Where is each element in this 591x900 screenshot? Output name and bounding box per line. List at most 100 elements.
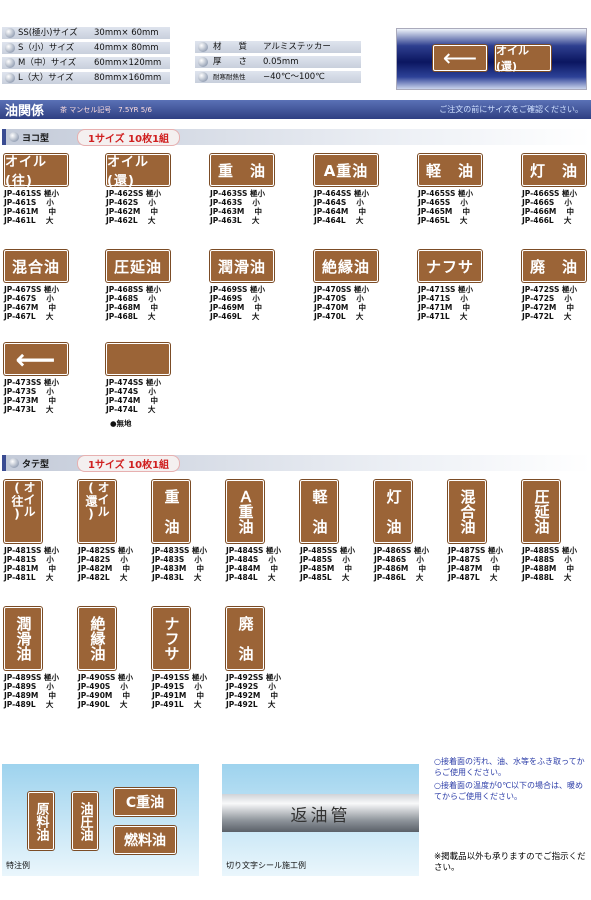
- bullet-icon: [5, 58, 15, 68]
- bullet-icon: [198, 72, 208, 82]
- h-plate-codes: JP-472SS 極小 JP-472S 小 JP-472M 中 JP-472L …: [522, 285, 578, 321]
- h-plate: 圧延油: [106, 250, 170, 282]
- v-plate: 灯 油: [374, 480, 412, 543]
- h-plate-codes: JP-467SS 極小 JP-467S 小 JP-467M 中 JP-467L …: [4, 285, 60, 321]
- v-plate-codes: JP-486SS 極小 JP-486S 小 JP-486M 中 JP-486L …: [374, 546, 430, 582]
- spec-value: −40℃〜100℃: [263, 72, 325, 82]
- h-plate: ナフサ: [418, 250, 482, 282]
- example-v1: 原料油: [28, 792, 54, 850]
- h-plate-codes: JP-470SS 極小 JP-470S 小 JP-470M 中 JP-470L …: [314, 285, 370, 321]
- h-plate: 軽 油: [418, 154, 482, 186]
- h-plate: [106, 343, 170, 375]
- bullet-icon: [9, 458, 19, 468]
- header-sub: 茶 マンセル記号 7.5YR 5/6: [60, 105, 152, 114]
- size-label: L（大）サイズ: [18, 73, 74, 83]
- bullet-icon: [198, 57, 208, 67]
- bullet-icon: [9, 132, 19, 142]
- tate-section: タテ型 1サイズ 10枚1組: [2, 454, 591, 472]
- h-plate-codes: JP-462SS 極小 JP-462S 小 JP-462M 中 JP-462L …: [106, 189, 162, 225]
- bullet-icon: [5, 43, 15, 53]
- pipe-example: 返油管 切り文字シール施工例: [222, 764, 419, 876]
- size-row: SS(極小)サイズ 30mm× 60mm: [2, 27, 170, 40]
- v-plate: 絶縁油: [78, 607, 116, 670]
- spec-key: 耐寒耐熱性: [213, 73, 246, 81]
- h-plate: A重油: [314, 154, 378, 186]
- h-plate-codes: JP-464SS 極小 JP-464S 小 JP-464M 中 JP-464L …: [314, 189, 370, 225]
- spec-key: 厚 さ: [213, 57, 248, 67]
- hero-arrow-plate: ⟵: [433, 44, 487, 72]
- spec-row: 厚 さ 0.05mm: [195, 56, 361, 69]
- example-v2: 油圧油: [72, 792, 98, 850]
- size-row: S（小）サイズ 40mm× 80mm: [2, 42, 170, 55]
- header-title: 油関係: [5, 104, 45, 119]
- h-plate: 潤滑油: [210, 250, 274, 282]
- spec-key: 材 質: [213, 42, 248, 52]
- example-h1: C重油: [114, 788, 176, 816]
- v-plate-codes: JP-485SS 極小 JP-485S 小 JP-485M 中 JP-485L …: [300, 546, 356, 582]
- h-plate-codes: JP-468SS 極小 JP-468S 小 JP-468M 中 JP-468L …: [106, 285, 162, 321]
- yoko-section: ヨコ型 1サイズ 10枚1組: [2, 128, 591, 146]
- h-plate-codes: JP-474SS 極小 JP-474S 小 JP-474M 中 JP-474L …: [106, 378, 162, 414]
- h-plate-codes: JP-463SS 極小 JP-463S 小 JP-463M 中 JP-463L …: [210, 189, 266, 225]
- v-plate-codes: JP-488SS 極小 JP-488S 小 JP-488M 中 JP-488L …: [522, 546, 578, 582]
- size-value: 30mm× 60mm: [94, 28, 159, 38]
- spec-value: 0.05mm: [263, 57, 299, 67]
- v-plate: ナフサ: [152, 607, 190, 670]
- h-plate: 廃 油: [522, 250, 586, 282]
- h-plate: ⟵: [4, 343, 68, 376]
- size-row: L（大）サイズ 80mm×160mm: [2, 72, 170, 85]
- h-plate-codes: JP-469SS 極小 JP-469S 小 JP-469M 中 JP-469L …: [210, 285, 266, 321]
- h-plate: 絶縁油: [314, 250, 378, 282]
- bullet-icon: [198, 42, 208, 52]
- size-row: M（中）サイズ 60mm×120mm: [2, 57, 170, 70]
- plain-note: ●無地: [110, 419, 132, 428]
- v-plate: 軽 油: [300, 480, 338, 543]
- v-plate: 廃 油: [226, 607, 264, 670]
- v-plate: オイル(還): [78, 480, 116, 543]
- size-value: 40mm× 80mm: [94, 43, 159, 53]
- hero-image: ⟵ オイル(還): [396, 28, 587, 90]
- v-plate-codes: JP-491SS 極小 JP-491S 小 JP-491M 中 JP-491L …: [152, 673, 208, 709]
- v-plate: Ａ重油: [226, 480, 264, 543]
- spec-row: 耐寒耐熱性 −40℃〜100℃: [195, 71, 361, 84]
- header-note: ご注文の前にサイズをご確認ください。: [439, 105, 583, 114]
- v-plate: 圧延油: [522, 480, 560, 543]
- tate-title: タテ型: [22, 459, 50, 470]
- h-plate-codes: JP-471SS 極小 JP-471S 小 JP-471M 中 JP-471L …: [418, 285, 474, 321]
- h-plate: 混合油: [4, 250, 68, 282]
- spec-value: アルミステッカー: [263, 42, 331, 52]
- note-3: ※掲載品以外も承りますのでご指示ください。: [434, 852, 586, 873]
- v-plate: 混合油: [448, 480, 486, 543]
- note-1: ○接着面の汚れ、油、水等をふき取ってからご使用ください。: [434, 757, 585, 777]
- yoko-pill: 1サイズ 10枚1組: [77, 128, 181, 146]
- v-plate-codes: JP-484SS 極小 JP-484S 小 JP-484M 中 JP-484L …: [226, 546, 282, 582]
- h-plate-codes: JP-461SS 極小 JP-461S 小 JP-461M 中 JP-461L …: [4, 189, 60, 225]
- size-value: 60mm×120mm: [94, 58, 162, 68]
- v-plate-codes: JP-487SS 極小 JP-487S 小 JP-487M 中 JP-487L …: [448, 546, 504, 582]
- h-plate-codes: JP-466SS 極小 JP-466S 小 JP-466M 中 JP-466L …: [522, 189, 578, 225]
- size-label: SS(極小)サイズ: [18, 28, 78, 38]
- h-plate: 重 油: [210, 154, 274, 186]
- v-plate-codes: JP-489SS 極小 JP-489S 小 JP-489M 中 JP-489L …: [4, 673, 60, 709]
- example-h2: 燃料油: [114, 826, 176, 854]
- v-plate-codes: JP-481SS 極小 JP-481S 小 JP-481M 中 JP-481L …: [4, 546, 60, 582]
- size-label: S（小）サイズ: [18, 43, 75, 53]
- tate-pill: 1サイズ 10枚1組: [77, 454, 181, 472]
- v-plate-codes: JP-490SS 極小 JP-490S 小 JP-490M 中 JP-490L …: [78, 673, 134, 709]
- bullet-icon: [5, 28, 15, 38]
- v-plate: オイル(往): [4, 480, 42, 543]
- v-plate: 重 油: [152, 480, 190, 543]
- note-2: ○接着面の温度が0℃以下の場合は、暖めてからご使用ください。: [434, 781, 584, 801]
- h-plate-codes: JP-473SS 極小 JP-473S 小 JP-473M 中 JP-473L …: [4, 378, 60, 414]
- h-plate-codes: JP-465SS 極小 JP-465S 小 JP-465M 中 JP-465L …: [418, 189, 474, 225]
- section-header: 油関係 茶 マンセル記号 7.5YR 5/6 ご注文の前にサイズをご確認ください…: [0, 100, 591, 119]
- v-plate: 潤滑油: [4, 607, 42, 670]
- v-plate-codes: JP-482SS 極小 JP-482S 小 JP-482M 中 JP-482L …: [78, 546, 134, 582]
- spec-row: 材 質 アルミステッカー: [195, 41, 361, 54]
- size-value: 80mm×160mm: [94, 73, 162, 83]
- yoko-title: ヨコ型: [22, 133, 50, 144]
- size-label: M（中）サイズ: [18, 58, 77, 68]
- mid-caption: 切り文字シール施工例: [226, 861, 306, 870]
- bullet-icon: [5, 73, 15, 83]
- h-plate: オイル(還): [106, 154, 170, 189]
